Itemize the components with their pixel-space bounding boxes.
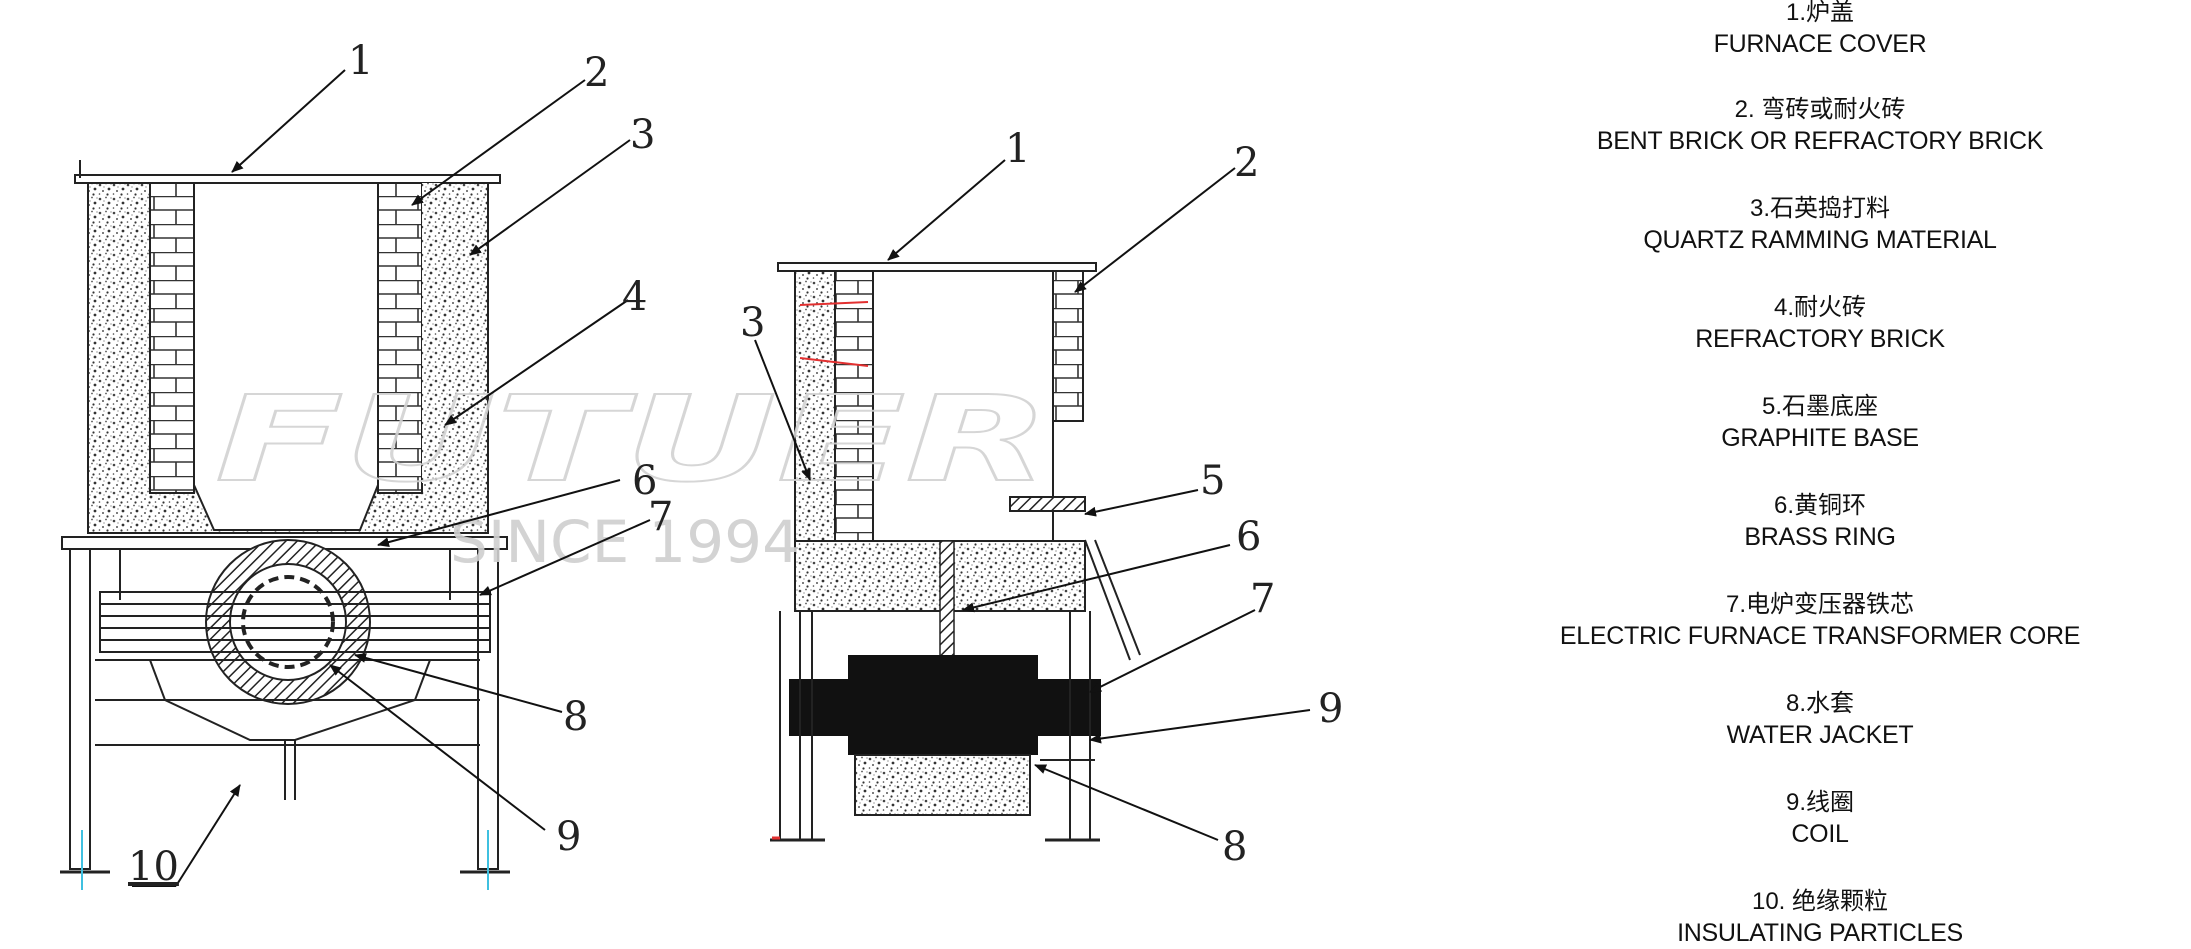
legend-en-8: WATER JACKET xyxy=(1726,721,1914,749)
legend-entry-6: 6.黄铜环 BRASS RING xyxy=(1470,491,2170,553)
legend-entry-7: 7.电炉变压器铁芯 ELECTRIC FURNACE TRANSFORMER C… xyxy=(1470,590,2170,652)
furnace-diagram: FUTUER SINCE 1994 1 2 3 4 6 7 8 9 10 xyxy=(60,38,1343,890)
right-graphite-base xyxy=(1009,496,1086,512)
legend-en-4: REFRACTORY BRICK xyxy=(1695,325,1945,353)
legend-entry-3: 3.石英捣打料 QUARTZ RAMMING MATERIAL xyxy=(1470,194,2170,256)
legend-entry-9: 9.线圈 COIL xyxy=(1470,788,2170,850)
callout-numbers: 1 2 3 4 6 7 8 9 10 1 2 3 5 6 7 9 8 xyxy=(128,38,1343,890)
legend-en-10: INSULATING PARTICLES xyxy=(1677,919,1963,947)
callout-left-4: 4 xyxy=(622,274,647,320)
left-furnace-drawing xyxy=(60,160,510,890)
watermark-brand: FUTUER xyxy=(215,370,1050,508)
legend-en-5: GRAPHITE BASE xyxy=(1721,424,1919,452)
callout-left-8: 8 xyxy=(563,694,588,740)
right-lower-block xyxy=(854,754,1031,816)
legend-entry-1: 1.炉盖 FURNACE COVER xyxy=(1470,0,2170,60)
legend-cn-4: 4.耐火砖 xyxy=(1773,294,1866,321)
right-transformer-core xyxy=(789,679,1101,736)
legend-cn-2: 2. 弯砖或耐火砖 xyxy=(1734,96,1906,123)
legend-en-7: ELECTRIC FURNACE TRANSFORMER CORE xyxy=(1559,622,2081,650)
callout-right-5: 5 xyxy=(1200,458,1225,504)
legend-en-2: BENT BRICK OR REFRACTORY BRICK xyxy=(1596,127,2044,155)
leader-lines xyxy=(132,69,1311,887)
right-brick-left xyxy=(834,270,874,542)
callout-right-9: 9 xyxy=(1318,686,1343,732)
watermark-since: SINCE 1994 xyxy=(450,508,800,576)
callout-right-7: 7 xyxy=(1250,576,1275,622)
legend-entry-2: 2. 弯砖或耐火砖 BENT BRICK OR REFRACTORY BRICK xyxy=(1470,95,2170,157)
legend-cn-9: 9.线圈 xyxy=(1785,789,1854,816)
legend-cn-8: 8.水套 xyxy=(1785,690,1854,717)
callout-right-8: 8 xyxy=(1222,824,1247,870)
left-brick-wall-right xyxy=(377,182,423,494)
legend-cn-7: 7.电炉变压器铁芯 xyxy=(1725,591,1914,618)
legend-entry-5: 5.石墨底座 GRAPHITE BASE xyxy=(1470,392,2170,454)
callout-left-1: 1 xyxy=(348,38,373,84)
watermark: FUTUER SINCE 1994 xyxy=(214,369,1051,576)
right-furnace-drawing xyxy=(770,262,1141,842)
left-transformer-core xyxy=(99,591,491,653)
left-brick-wall-left xyxy=(149,182,195,494)
legend-en-3: QUARTZ RAMMING MATERIAL xyxy=(1643,226,1997,254)
legend-entry-4: 4.耐火砖 REFRACTORY BRICK xyxy=(1470,293,2170,355)
callout-left-9: 9 xyxy=(556,814,581,860)
callout-right-2: 2 xyxy=(1234,140,1259,186)
legend-entry-10: 10. 绝缘颗粒 INSULATING PARTICLES xyxy=(1470,887,2170,949)
left-furnace-cover xyxy=(74,174,501,184)
callout-left-7: 7 xyxy=(648,494,673,540)
legend-en-9: COIL xyxy=(1791,820,1849,848)
legend-en-1: FURNACE COVER xyxy=(1713,30,1927,58)
legend-cn-6: 6.黄铜环 xyxy=(1773,492,1866,519)
callout-left-2: 2 xyxy=(584,50,609,96)
legend-cn-3: 3.石英捣打料 xyxy=(1749,195,1890,222)
callout-right-6: 6 xyxy=(1236,514,1261,560)
right-brick-right xyxy=(1052,270,1084,422)
callout-left-10: 10 xyxy=(128,844,179,890)
callout-right-1: 1 xyxy=(1005,126,1030,172)
legend-cn-10: 10. 绝缘颗粒 xyxy=(1751,888,1889,915)
left-crucible xyxy=(193,182,379,531)
legend-en-6: BRASS RING xyxy=(1744,523,1896,551)
legend: 1.炉盖 FURNACE COVER 2. 弯砖或耐火砖 BENT BRICK … xyxy=(1470,0,2170,948)
callout-left-3: 3 xyxy=(630,112,655,158)
right-stand xyxy=(770,539,1141,842)
legend-entry-8: 8.水套 WATER JACKET xyxy=(1470,689,2170,751)
callout-right-3: 3 xyxy=(740,300,765,346)
callout-left-6: 6 xyxy=(632,458,657,504)
right-furnace-cover xyxy=(777,262,1097,272)
legend-cn-5: 5.石墨底座 xyxy=(1761,393,1878,420)
legend-cn-1: 1.炉盖 xyxy=(1785,0,1854,26)
